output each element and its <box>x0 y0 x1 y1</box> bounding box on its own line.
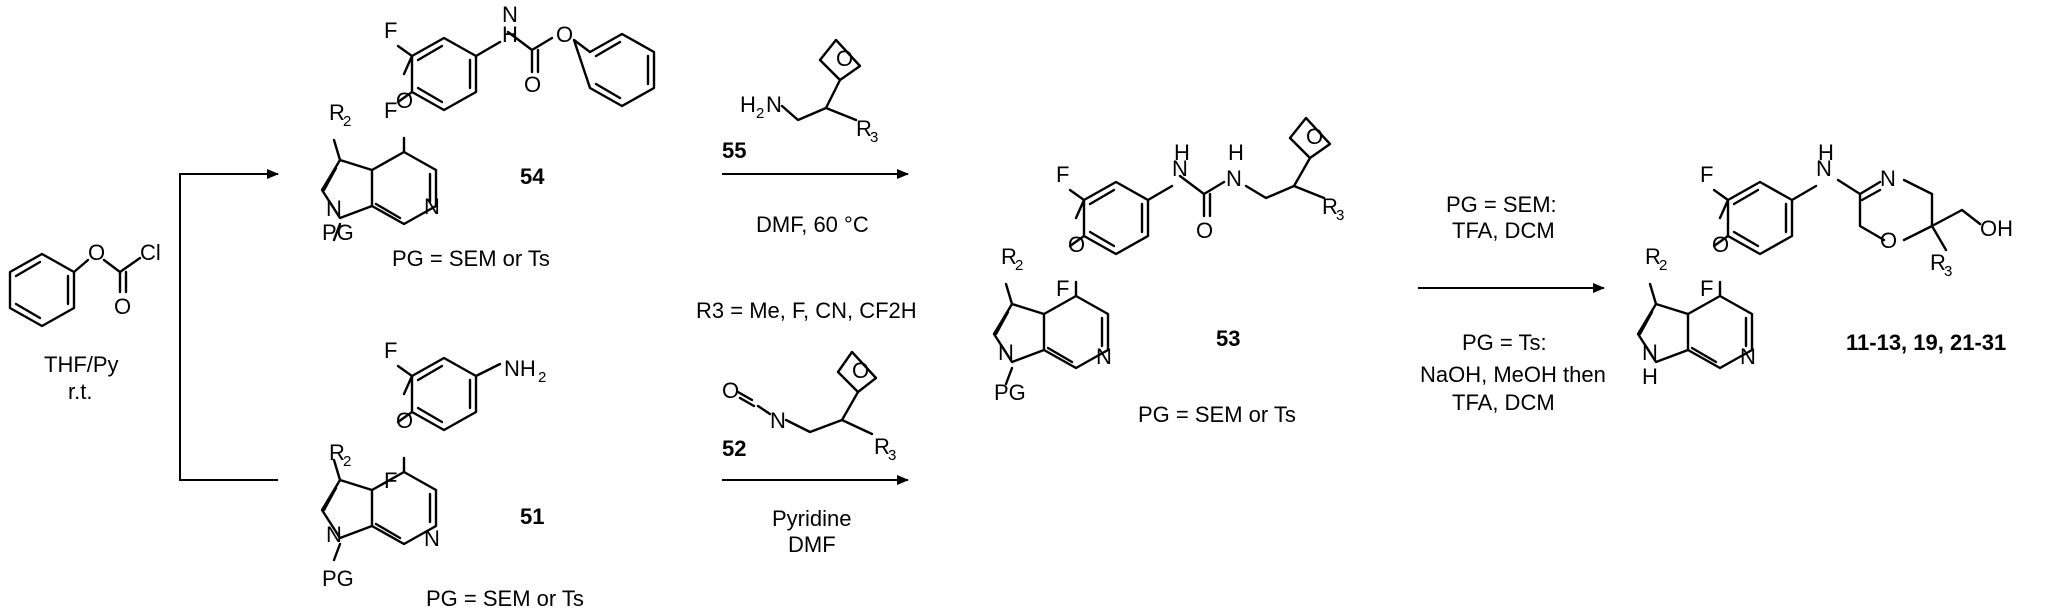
ts-condition-1: PG = Ts: <box>1462 330 1547 355</box>
reagent-55-label: 55 <box>722 138 746 163</box>
svg-text:N: N <box>1226 166 1242 191</box>
r3-definition: R3 = Me, F, CN, CF2H <box>696 298 917 323</box>
svg-text:R: R <box>874 434 890 459</box>
svg-text:NH: NH <box>504 356 536 381</box>
svg-text:O: O <box>1880 228 1897 253</box>
svg-text:3: 3 <box>870 129 878 146</box>
svg-text:R: R <box>329 100 345 125</box>
svg-text:N: N <box>766 92 782 117</box>
svg-text:O: O <box>556 22 573 47</box>
svg-text:R: R <box>1001 244 1017 269</box>
svg-text:N: N <box>1172 156 1188 181</box>
compound-53-label: 53 <box>1216 326 1240 351</box>
svg-text:OH: OH <box>1980 216 2013 241</box>
svg-text:N: N <box>1096 344 1112 369</box>
reagent-solvent: THF/Py <box>44 352 119 377</box>
svg-text:R: R <box>329 440 345 465</box>
reagent-55-structure: H 2 N O R 3 <box>740 38 878 146</box>
svg-text:F: F <box>1700 162 1713 187</box>
svg-text:PG: PG <box>322 566 354 591</box>
reagent-52-structure: O N O R 3 <box>722 350 896 464</box>
phenyl-chloroformate: O Cl O <box>8 240 161 328</box>
svg-text:N: N <box>326 522 342 547</box>
compound-53-structure: O F F R 2 N N PG N H N H O O R 3 <box>992 116 1344 405</box>
svg-text:O: O <box>1306 124 1323 149</box>
svg-text:2: 2 <box>1659 257 1667 274</box>
compound-51-pg: PG = SEM or Ts <box>426 586 584 608</box>
atom-O: O <box>88 240 105 265</box>
svg-text:F: F <box>384 98 397 123</box>
svg-text:O: O <box>1712 232 1729 257</box>
svg-text:PG: PG <box>322 220 354 245</box>
sem-condition-1: PG = SEM: <box>1446 192 1557 217</box>
sem-condition-2: TFA, DCM <box>1452 218 1555 243</box>
reagent-52-label: 52 <box>722 436 746 461</box>
svg-text:F: F <box>384 18 397 43</box>
svg-text:O: O <box>396 408 413 433</box>
svg-text:N: N <box>1740 344 1756 369</box>
svg-text:N: N <box>424 526 440 551</box>
svg-text:2: 2 <box>756 105 764 122</box>
svg-text:N: N <box>1880 166 1896 191</box>
svg-text:O: O <box>836 46 853 71</box>
ts-condition-2: NaOH, MeOH then <box>1420 362 1606 387</box>
svg-text:R: R <box>1322 194 1338 219</box>
reagent-temp: r.t. <box>68 379 92 404</box>
compound-51-structure: O F F R 2 N N PG NH 2 <box>320 338 546 591</box>
final-product-structure: O F F R 2 N H N N H N O OH R 3 <box>1636 140 2013 389</box>
svg-text:O: O <box>852 358 869 383</box>
step-top-conditions: DMF, 60 °C <box>756 212 869 237</box>
compound-54-label: 54 <box>520 164 545 189</box>
svg-text:PG: PG <box>994 380 1026 405</box>
svg-text:N: N <box>1816 156 1832 181</box>
svg-text:R: R <box>1930 250 1946 275</box>
svg-text:F: F <box>384 468 397 493</box>
step-bottom-cond1: Pyridine <box>772 506 851 531</box>
svg-text:3: 3 <box>1336 207 1344 224</box>
branch-arrow <box>179 169 279 481</box>
step-bottom-cond2: DMF <box>788 532 836 557</box>
svg-text:2: 2 <box>1015 257 1023 274</box>
svg-text:3: 3 <box>888 447 896 464</box>
svg-text:F: F <box>384 338 397 363</box>
svg-text:N: N <box>998 340 1014 365</box>
svg-text:R: R <box>1645 244 1661 269</box>
compound-53-pg: PG = SEM or Ts <box>1138 402 1296 427</box>
compound-54-structure: O F F R 2 N N PG N H O O <box>320 2 656 245</box>
svg-text:H: H <box>1642 364 1658 389</box>
svg-text:F: F <box>1056 276 1069 301</box>
final-product-label: 11-13, 19, 21-31 <box>1846 330 2006 355</box>
svg-text:O: O <box>1068 232 1085 257</box>
svg-text:O: O <box>722 378 739 403</box>
svg-text:H: H <box>1818 140 1834 165</box>
svg-text:H: H <box>502 22 518 47</box>
svg-text:2: 2 <box>343 113 351 130</box>
svg-text:F: F <box>1056 162 1069 187</box>
atom-Cl: Cl <box>140 240 161 265</box>
svg-text:H: H <box>1228 140 1244 165</box>
ts-condition-3: TFA, DCM <box>1452 390 1555 415</box>
svg-text:O: O <box>524 72 541 97</box>
svg-text:R: R <box>856 116 872 141</box>
svg-text:N: N <box>424 194 440 219</box>
compound-54-pg: PG = SEM or Ts <box>392 246 550 271</box>
svg-text:F: F <box>1700 276 1713 301</box>
svg-text:N: N <box>502 2 518 27</box>
svg-text:2: 2 <box>538 369 546 386</box>
svg-text:H: H <box>740 92 756 117</box>
svg-text:H: H <box>1174 140 1190 165</box>
svg-text:N: N <box>326 196 342 221</box>
svg-text:O: O <box>396 88 413 113</box>
svg-text:3: 3 <box>1944 263 1952 280</box>
svg-text:N: N <box>1642 340 1658 365</box>
svg-text:2: 2 <box>343 453 351 470</box>
svg-text:N: N <box>770 408 786 433</box>
compound-51-label: 51 <box>520 504 544 529</box>
atom-O: O <box>114 294 131 319</box>
svg-text:O: O <box>1196 218 1213 243</box>
